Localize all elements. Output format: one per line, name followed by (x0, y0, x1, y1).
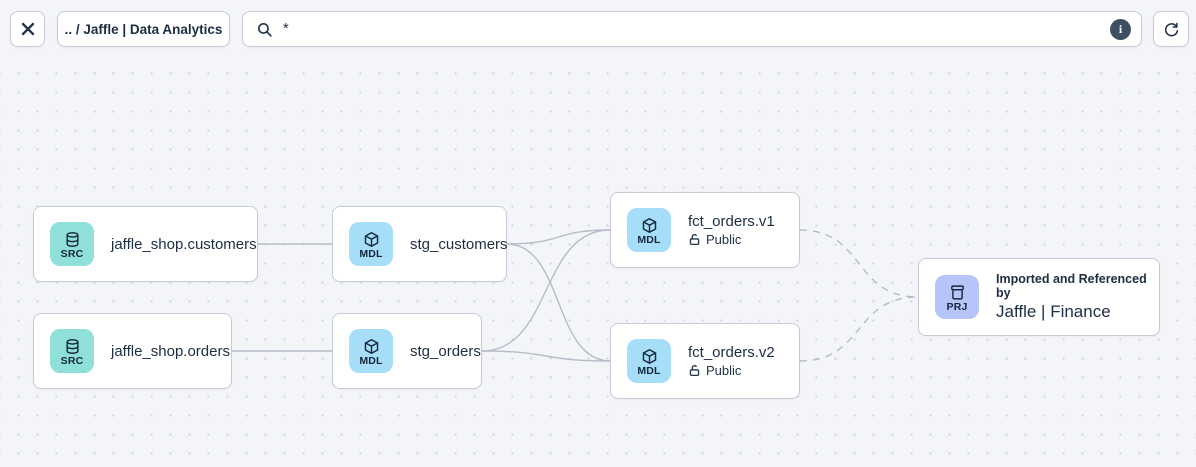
access-row: Public (688, 363, 775, 378)
node-fct-orders-v1[interactable]: MDL fct_orders.v1 Public (610, 192, 800, 268)
project-subtitle: Imported and Referenced by (996, 272, 1147, 300)
lock-open-icon (688, 233, 701, 246)
info-icon[interactable]: i (1110, 18, 1131, 40)
node-title: stg_customers (410, 235, 508, 253)
node-jaffle-shop-customers[interactable]: SRC jaffle_shop.customers (33, 206, 258, 282)
badge-label: SRC (60, 247, 84, 260)
source-badge: SRC (50, 222, 94, 266)
node-stg-customers[interactable]: MDL stg_customers (332, 206, 508, 282)
cube-icon (641, 348, 658, 365)
model-badge: MDL (349, 222, 393, 266)
archive-icon (949, 284, 966, 301)
badge-label: MDL (359, 247, 383, 260)
node-stg-orders[interactable]: MDL stg_orders (332, 313, 482, 389)
cube-icon (641, 217, 658, 234)
access-label: Public (706, 232, 742, 247)
refresh-icon (1163, 21, 1180, 38)
cube-icon (363, 338, 380, 355)
breadcrumb[interactable]: .. / Jaffle | Data Analytics (57, 11, 230, 47)
badge-label: SRC (60, 354, 84, 367)
database-icon (64, 338, 81, 355)
badge-label: MDL (359, 354, 383, 367)
badge-label: PRJ (946, 300, 968, 313)
node-project-jaffle-finance[interactable]: PRJ Imported and Referenced by Jaffle | … (918, 258, 1160, 336)
node-title: jaffle_shop.customers (111, 235, 257, 253)
badge-label: MDL (637, 233, 661, 246)
source-badge: SRC (50, 329, 94, 373)
refresh-button[interactable] (1153, 11, 1189, 47)
access-row: Public (688, 232, 775, 247)
breadcrumb-label: .. / Jaffle | Data Analytics (64, 21, 223, 37)
node-fct-orders-v2[interactable]: MDL fct_orders.v2 Public (610, 323, 800, 399)
database-icon (64, 231, 81, 248)
cube-icon (363, 231, 380, 248)
node-jaffle-shop-orders[interactable]: SRC jaffle_shop.orders (33, 313, 232, 389)
search-box[interactable]: i (242, 11, 1142, 47)
lock-open-icon (688, 364, 701, 377)
node-title: stg_orders (410, 342, 481, 360)
access-label: Public (706, 363, 742, 378)
search-icon (256, 21, 273, 38)
node-title: fct_orders.v2 (688, 344, 775, 361)
close-icon (21, 22, 35, 36)
model-badge: MDL (627, 339, 671, 383)
badge-label: MDL (637, 364, 661, 377)
model-badge: MDL (349, 329, 393, 373)
project-title: Jaffle | Finance (996, 302, 1111, 321)
node-title: fct_orders.v1 (688, 213, 775, 230)
model-badge: MDL (627, 208, 671, 252)
close-button[interactable] (10, 11, 45, 47)
project-badge: PRJ (935, 275, 979, 319)
search-input[interactable] (283, 21, 1110, 37)
node-title: jaffle_shop.orders (111, 342, 230, 360)
